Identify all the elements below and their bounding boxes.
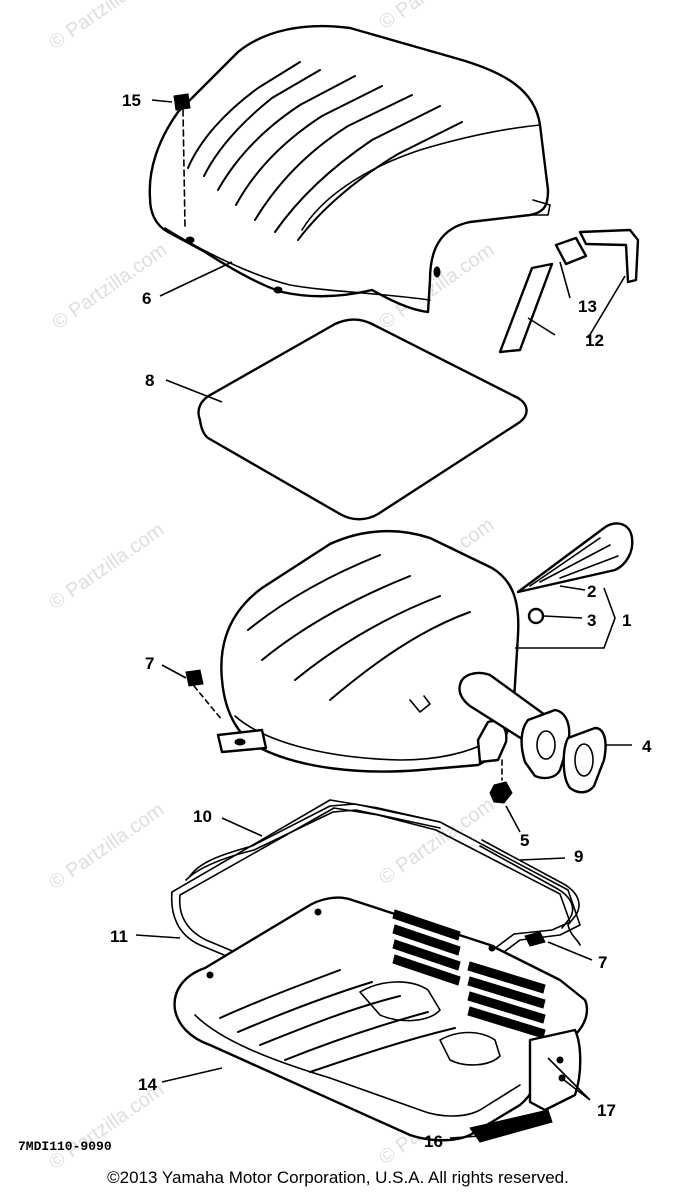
part-8-gasket xyxy=(197,318,528,521)
callout-9: 9 xyxy=(574,847,583,866)
watermark-3: © Partzilla.com xyxy=(48,239,171,334)
callout-2: 2 xyxy=(587,582,596,601)
callout-8: 8 xyxy=(145,371,154,390)
part-9-rod xyxy=(479,839,581,946)
callout-13: 13 xyxy=(578,297,597,316)
watermark-8: © Partzilla.com xyxy=(375,794,498,889)
part-12-13-brackets xyxy=(498,228,640,354)
callout-6: 6 xyxy=(142,289,151,308)
part-2-rubber-cone xyxy=(516,522,634,594)
part-7-bolt-lower xyxy=(524,931,546,947)
callouts: 15 6 13 12 8 2 3 1 7 4 10 5 9 11 7 14 17… xyxy=(110,91,652,1151)
exhaust-outlet xyxy=(458,671,571,780)
leader-lines xyxy=(135,99,632,1139)
part-7-bolt-upper xyxy=(185,669,223,721)
tray-vent-slots xyxy=(392,909,546,1039)
cover-hole xyxy=(433,266,441,278)
part-1-muffler xyxy=(216,529,520,773)
callout-17: 17 xyxy=(597,1101,616,1120)
part-4-gasket xyxy=(562,726,607,794)
part-6-muffler-cover xyxy=(148,24,551,314)
part-14-lower-tray xyxy=(173,896,589,1142)
watermark-5: © Partzilla.com xyxy=(45,519,168,614)
callout-16: 16 xyxy=(424,1132,443,1151)
part-15-bolt xyxy=(173,93,191,229)
cover-hole xyxy=(273,286,283,294)
callout-7-lower: 7 xyxy=(598,953,607,972)
callout-12: 12 xyxy=(585,331,604,350)
callout-3: 3 xyxy=(587,611,596,630)
part-5-nut xyxy=(489,759,513,804)
cover-hole xyxy=(185,236,195,244)
callout-4: 4 xyxy=(642,737,652,756)
callout-15: 15 xyxy=(122,91,141,110)
part-3-nut xyxy=(527,607,545,625)
callout-5: 5 xyxy=(520,831,529,850)
part-16-17-side-bracket xyxy=(469,1028,582,1143)
callout-11: 11 xyxy=(110,927,128,946)
watermark-2: © Partzilla.com xyxy=(375,0,498,34)
callout-1: 1 xyxy=(622,611,631,630)
watermark-7: © Partzilla.com xyxy=(45,799,168,894)
drawing-code: 7MDI110-9090 xyxy=(18,1139,112,1154)
muffler-marking xyxy=(409,695,431,713)
callout-10: 10 xyxy=(193,807,212,826)
watermark-1: © Partzilla.com xyxy=(45,0,168,54)
copyright-notice: ©2013 Yamaha Motor Corporation, U.S.A. A… xyxy=(107,1168,569,1187)
tray-oval-opening xyxy=(359,981,441,1022)
callout-7-upper: 7 xyxy=(145,654,154,673)
callout-14: 14 xyxy=(138,1075,157,1094)
part-10-rod xyxy=(185,803,441,881)
tray-oval-opening xyxy=(439,1031,501,1066)
